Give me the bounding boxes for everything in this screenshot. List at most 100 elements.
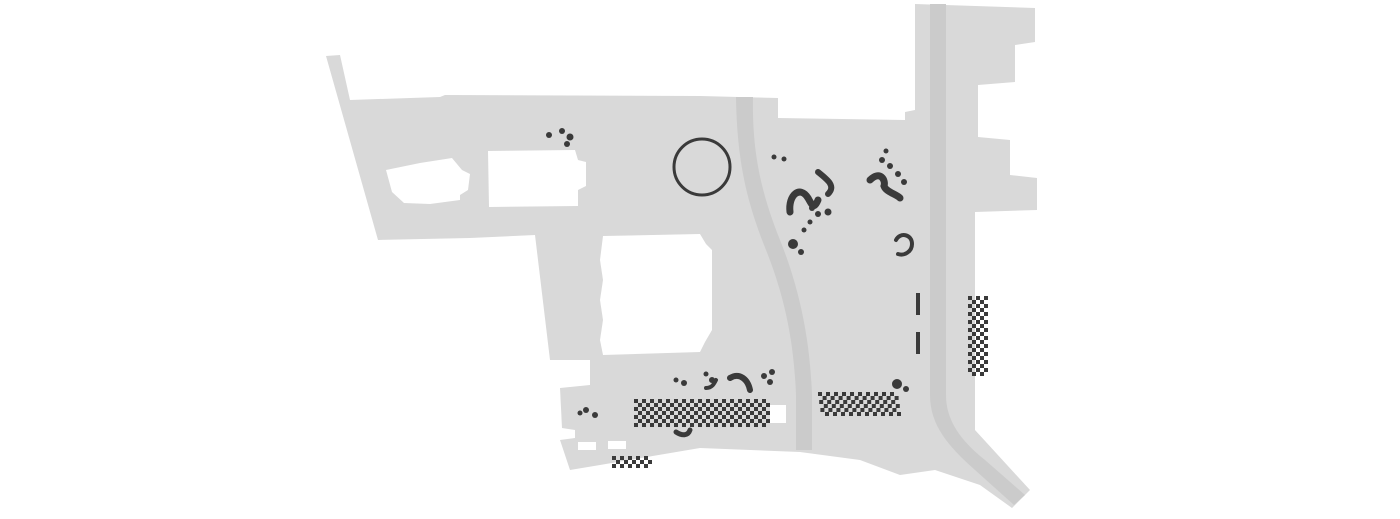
planting-cell [887,404,892,408]
planting-cell [892,408,897,412]
planting-cell [976,368,980,372]
planting-cell [976,336,980,340]
tree-marker [824,208,832,216]
tree-marker [703,371,709,377]
planting-cell [972,372,976,376]
tree-marker [883,148,889,154]
planting-cell [666,407,670,411]
planting-cell [976,360,980,364]
planting-cell [730,399,734,403]
planting-cell [754,415,758,419]
building-courtyard-block [600,234,712,355]
planting-cell [642,407,646,411]
planting-cell [658,399,662,403]
planting-cell [650,407,654,411]
planting-cell [674,423,678,427]
planting-grid-east [968,296,988,376]
building-hall [488,150,586,207]
planting-cell [738,423,742,427]
planting-cell [833,412,837,416]
planting-cell [634,423,638,427]
planting-cell [746,415,750,419]
buildings [386,150,786,450]
tree-marker [807,219,813,225]
planting-cell [634,415,638,419]
circular-plaza[interactable] [672,137,732,197]
planting-cell [642,415,646,419]
planting-cell [980,308,984,312]
planting-cell [734,403,738,407]
planting-cell [690,407,694,411]
planting-cell [822,396,827,400]
tree-marker [892,379,902,389]
planting-cell [968,368,972,372]
planting-cell [867,400,872,404]
planting-cell [750,403,754,407]
planting-cell [884,408,889,412]
planting-cell [616,460,620,464]
tree-marker [903,386,909,392]
planting-cell [638,403,642,407]
planting-cell [638,411,642,415]
planting-cell [686,411,690,415]
planting-cell [690,415,694,419]
curved-walkway-west[interactable] [736,97,812,450]
planting-cell [980,300,984,304]
road-east[interactable] [930,4,1025,505]
planting-cell [865,412,869,416]
planting-cell [718,403,722,407]
planting-cell [851,400,856,404]
planting-cell [984,320,988,324]
planting-cell [852,408,857,412]
planting-cell [860,408,865,412]
planting-cell [722,415,726,419]
planting-cell [694,403,698,407]
planting-cell [820,408,825,412]
planting-cell [972,324,976,328]
tree-marker [809,205,815,211]
planting-cell [642,423,646,427]
planting-cell [666,399,670,403]
planting-cell [818,392,822,396]
planting-cell [628,456,632,460]
planting-cell [710,411,714,415]
tree-marker [901,179,907,185]
planting-cell [674,415,678,419]
planting-cell [758,411,762,415]
planting-cell [968,352,972,356]
planting-cell [634,407,638,411]
planting-cell [976,304,980,308]
tree-marker [801,227,807,233]
planting-cell [662,411,666,415]
planting-cell [823,404,828,408]
planting-cell [894,396,899,400]
planting-cell [980,340,984,344]
planting-cell [843,400,848,404]
planting-cell [972,340,976,344]
planting-cell [714,415,718,419]
planting-cell [879,404,884,408]
planting-cell [726,411,730,415]
tree-marker [566,133,574,141]
planting-cell [650,399,654,403]
planting-cell [658,407,662,411]
planting-cell [834,392,838,396]
planting-cell [850,392,854,396]
planting-cell [612,464,616,468]
planting-cell [662,403,666,407]
tree-marker [583,407,589,413]
planting-cell [862,396,867,400]
planting-cell [734,411,738,415]
tree-marker [559,128,565,134]
planting-cell [634,399,638,403]
planting-cell [730,423,734,427]
planting-cell [980,372,984,376]
planting-cell [826,392,830,396]
tree-marker [771,154,777,160]
tree-marker [673,377,679,383]
planting-cell [871,404,876,408]
tree-marker [546,132,552,138]
tree-marker [681,380,687,386]
planting-cell [866,392,870,396]
